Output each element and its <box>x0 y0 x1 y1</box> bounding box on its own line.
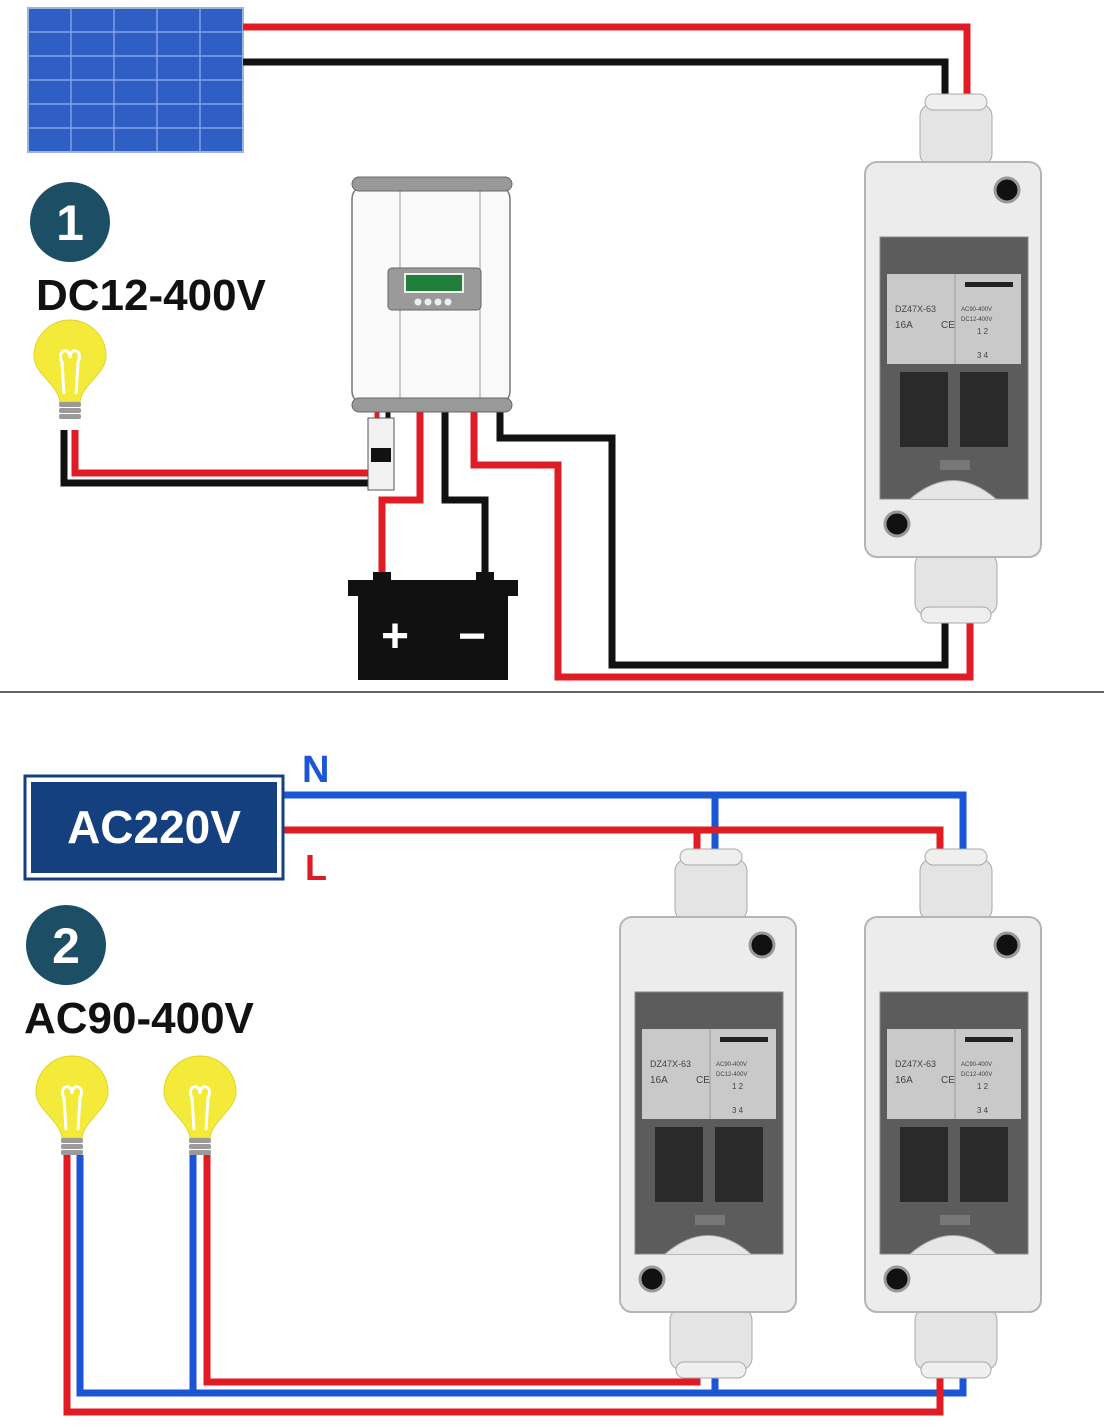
dc-ac-isolator-breaker: DZ47X-63 16A CE AC90-400V DC12-400V 1 2 3 4 <box>619 848 797 1379</box>
load-negative-wire <box>60 430 392 487</box>
dc-voltage-range: DC12-400V <box>36 271 267 320</box>
breaker-dc-range: DC12-400V <box>961 317 992 323</box>
breaker-model: DZ47X-63 <box>895 304 936 314</box>
pv-positive-wire <box>243 23 971 110</box>
cable-gland <box>674 858 748 922</box>
section-2-badge: 2 <box>26 905 106 985</box>
screw <box>993 931 1021 959</box>
neutral-return-wire <box>76 1155 967 1397</box>
neutral-label: N <box>302 749 329 791</box>
screw <box>993 176 1021 204</box>
live-wire <box>283 826 944 860</box>
charge-controller <box>351 176 513 413</box>
cable-gland <box>669 1307 753 1371</box>
cable-gland <box>919 103 993 167</box>
breaker-toggle <box>960 1127 1008 1202</box>
breaker-dc-range: DC12-400V <box>716 1072 747 1078</box>
breaker-dc-range: DC12-400V <box>961 1072 992 1078</box>
breaker-ac-range: AC90-400V <box>716 1062 747 1068</box>
ac-source-box: AC220V <box>23 774 285 881</box>
breaker-toggle <box>715 1127 763 1202</box>
output-positive-wire <box>470 405 974 681</box>
svg-text:AC220V: AC220V <box>67 801 241 853</box>
mini-breaker <box>367 417 395 491</box>
breaker-ac-range: AC90-400V <box>961 1062 992 1068</box>
dc-ac-isolator-breaker: DZ47X-63 16A CE AC90-400V DC12-400V 1 2 3 4 <box>864 848 1042 1379</box>
solar-panel <box>27 7 244 153</box>
breaker-label-plate <box>887 1029 1021 1119</box>
breaker-toggle <box>960 372 1008 447</box>
battery: + − <box>348 572 518 680</box>
pole-numbers: 3 4 <box>977 1106 989 1115</box>
breaker-label-plate <box>642 1029 776 1119</box>
controller-lcd <box>404 273 464 293</box>
screw <box>638 1265 666 1293</box>
pv-negative-wire <box>243 58 949 110</box>
light-bulb-icon <box>33 319 107 419</box>
screw <box>883 510 911 538</box>
section-1-badge: 1 <box>30 182 110 262</box>
svg-text:2: 2 <box>52 918 80 974</box>
breaker-ac-range: AC90-400V <box>961 307 992 313</box>
cable-gland <box>914 1307 998 1371</box>
ce-mark: CE <box>941 1075 955 1086</box>
battery-positive-wire <box>378 405 424 578</box>
breaker-toggle <box>655 1127 703 1202</box>
battery-negative-wire <box>441 405 489 578</box>
breaker-rating: 16A <box>895 1075 913 1086</box>
screw <box>748 931 776 959</box>
ce-mark: CE <box>696 1075 710 1086</box>
breaker-toggle <box>900 372 948 447</box>
breaker-model: DZ47X-63 <box>895 1059 936 1069</box>
light-bulb-icon <box>35 1055 109 1155</box>
breaker-rating: 16A <box>895 320 913 331</box>
breaker-label-plate <box>887 274 1021 364</box>
light-bulb-icon <box>163 1055 237 1155</box>
breaker-model: DZ47X-63 <box>650 1059 691 1069</box>
neutral-wire <box>283 791 967 860</box>
cable-gland <box>919 858 993 922</box>
pole-numbers: 1 2 <box>732 1082 744 1091</box>
pole-numbers: 3 4 <box>732 1106 744 1115</box>
breaker-rating: 16A <box>650 1075 668 1086</box>
pole-numbers: 3 4 <box>977 351 989 360</box>
battery-plus-label: + <box>381 610 409 663</box>
output-negative-wire <box>496 405 949 669</box>
battery-minus-label: − <box>458 610 486 663</box>
load2-live-wire <box>63 1155 944 1416</box>
screw <box>883 1265 911 1293</box>
live-label: L <box>305 847 327 888</box>
cable-gland <box>914 552 998 616</box>
load-positive-wire <box>71 430 392 477</box>
dc-ac-isolator-breaker: DZ47X-63 16A CE AC90-400V DC12-400V 1 2 3 4 <box>864 93 1042 624</box>
pole-numbers: 1 2 <box>977 327 989 336</box>
ac-voltage-range: AC90-400V <box>24 994 255 1043</box>
breaker-toggle <box>900 1127 948 1202</box>
pole-numbers: 1 2 <box>977 1082 989 1091</box>
svg-text:1: 1 <box>56 195 84 251</box>
ce-mark: CE <box>941 320 955 331</box>
